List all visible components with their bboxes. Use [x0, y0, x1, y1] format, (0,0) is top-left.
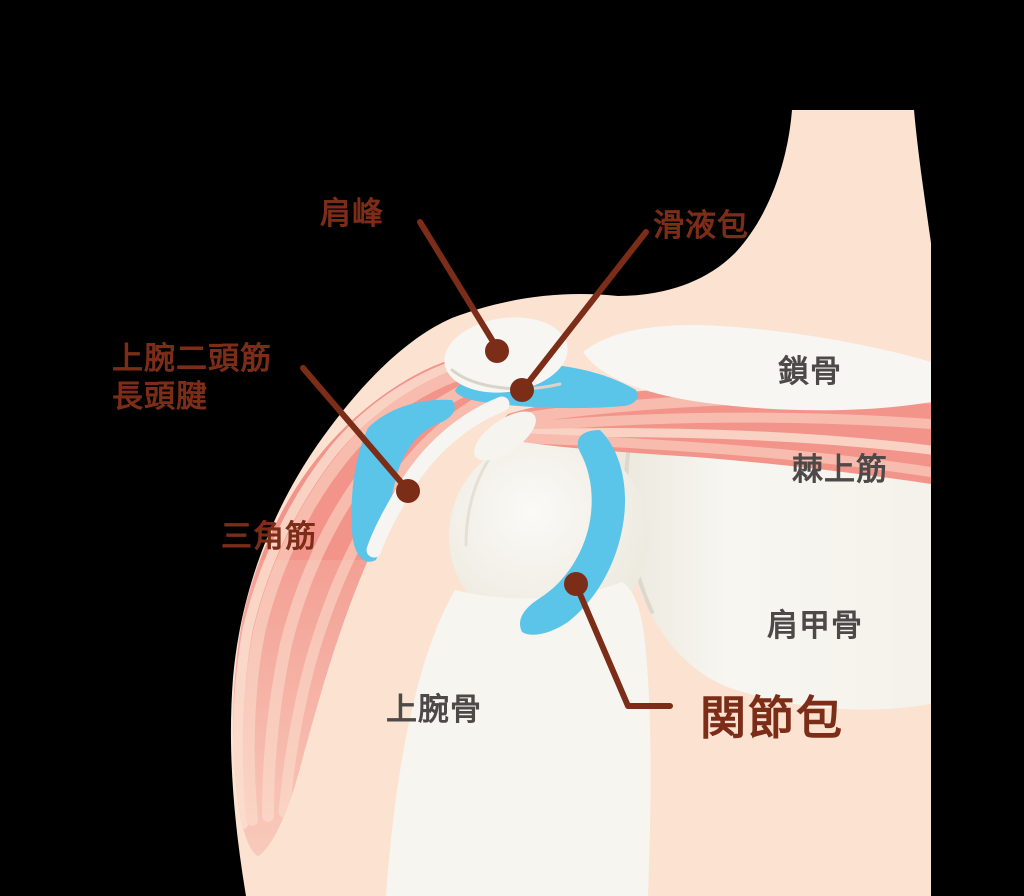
label-clavicle: 鎖骨 [778, 354, 842, 389]
label-supraspinatus: 棘上筋 [792, 452, 888, 487]
label-humerus: 上腕骨 [386, 692, 482, 727]
leader-acromion [417, 219, 500, 351]
dot-bursa [510, 378, 534, 402]
dot-biceps-tendon [396, 479, 420, 503]
humerus-shaft-bone [386, 582, 651, 896]
joint-capsule-fluid [520, 430, 626, 635]
label-acromion: 肩峰 [320, 196, 384, 231]
capsule-left-fluid [351, 399, 455, 562]
leader-biceps-tendon [300, 365, 409, 491]
label-biceps-tendon-line1: 上腕二頭筋 [112, 341, 272, 376]
label-biceps-tendon: 上腕二頭筋 長頭腱 [112, 340, 272, 416]
acromion-shading [450, 368, 562, 391]
clavicle-bone [583, 325, 931, 411]
label-scapula: 肩甲骨 [767, 608, 863, 643]
label-biceps-tendon-line2: 長頭腱 [112, 379, 208, 414]
leader-bursa [521, 229, 649, 391]
dot-joint-capsule [564, 572, 588, 596]
label-joint-capsule: 関節包 [700, 692, 844, 744]
leader-joint-capsule [574, 584, 673, 709]
dot-acromion [485, 339, 509, 363]
greater-tubercle-bone [474, 411, 536, 461]
label-bursa: 滑液包 [653, 208, 749, 243]
label-deltoid: 三角筋 [221, 519, 317, 554]
scapula-bone [619, 418, 931, 710]
